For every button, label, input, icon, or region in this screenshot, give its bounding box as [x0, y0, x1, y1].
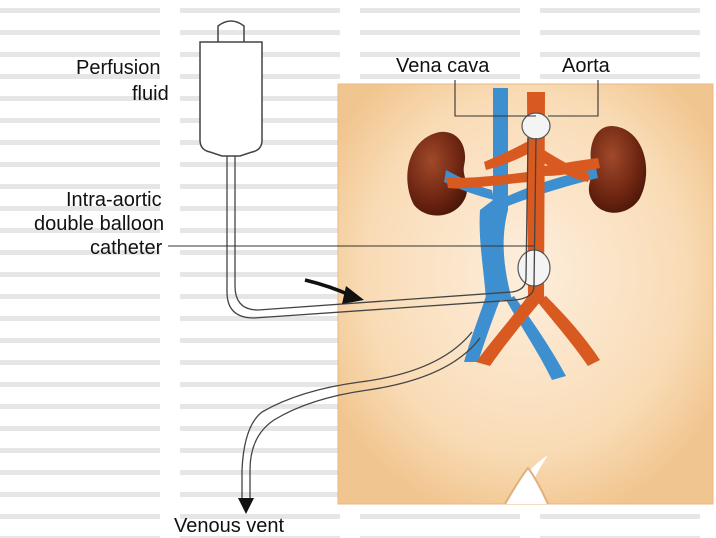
- catheter-label-line2: double balloon: [34, 213, 164, 235]
- catheter-label-line3: catheter: [90, 237, 163, 259]
- perfusion-fluid-bag: [200, 21, 262, 156]
- perfusion-fluid-label-line1: Perfusion: [76, 57, 161, 79]
- venous-vent-label: Venous vent: [174, 515, 285, 537]
- upper-balloon: [522, 113, 550, 139]
- catheter-label-line1: Intra-aortic: [66, 189, 162, 211]
- aorta-label: Aorta: [562, 55, 611, 77]
- perfusion-fluid-label-line2: fluid: [132, 83, 169, 105]
- vena-cava-label: Vena cava: [396, 55, 490, 77]
